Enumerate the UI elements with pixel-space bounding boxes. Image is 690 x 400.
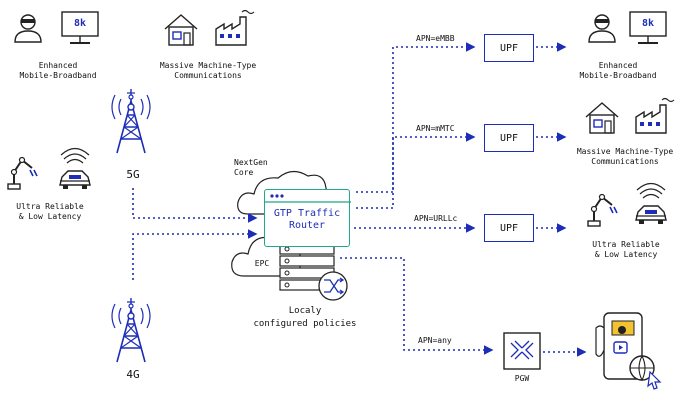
embb-left-label: Enhanced Mobile-Broadband	[19, 61, 97, 80]
urllc-right-label: Ultra Reliable & Low Latency	[592, 240, 660, 259]
monitor-8k-label-left: 8k	[73, 18, 87, 29]
connectors	[132, 42, 587, 357]
tower-4g-icon	[111, 297, 151, 363]
policies-label: Localy configured policies	[253, 306, 357, 329]
pgw-box	[503, 332, 541, 370]
smartphone-icon	[595, 312, 662, 390]
server-stack-icon	[279, 243, 335, 291]
tower-5g-icon	[111, 88, 151, 154]
nextgen-core-label: NextGen Core	[234, 158, 268, 177]
urllc-left-icons	[7, 147, 91, 190]
tower-4g-label: 4G	[126, 368, 140, 381]
window-dots-icon	[265, 194, 351, 203]
gtp-traffic-router: GTP Traffic Router	[264, 189, 351, 247]
mmtc-right-label: Massive Machine-Type Communications	[576, 147, 674, 166]
pgw-label: PGW	[514, 374, 530, 383]
policy-shuffle-icon	[318, 271, 348, 301]
embb-right-label: Enhanced Mobile-Broadband	[579, 61, 657, 80]
gtp-router-title: GTP Traffic Router	[273, 208, 341, 231]
mmtc-right-icons	[585, 97, 675, 134]
apn-mmtc-label: APN=mMTC	[416, 124, 455, 133]
monitor-8k-label-right: 8k	[641, 18, 655, 29]
apn-embb-label: APN=eMBB	[416, 34, 455, 43]
apn-any-label: APN=any	[418, 336, 452, 345]
apn-urllc-label: APN=URLLc	[414, 214, 458, 223]
upf-embb-box: UPF	[484, 34, 534, 62]
urllc-left-label: Ultra Reliable & Low Latency	[16, 202, 84, 221]
mmtc-left-label: Massive Machine-Type Communications	[159, 61, 257, 80]
mmtc-left-icons	[164, 9, 255, 46]
upf-mmtc-box: UPF	[484, 124, 534, 152]
upf-urllc-box: UPF	[484, 214, 534, 242]
urllc-right-icons	[587, 182, 667, 227]
epc-label: EPC	[254, 259, 270, 268]
tower-5g-label: 5G	[126, 168, 140, 181]
